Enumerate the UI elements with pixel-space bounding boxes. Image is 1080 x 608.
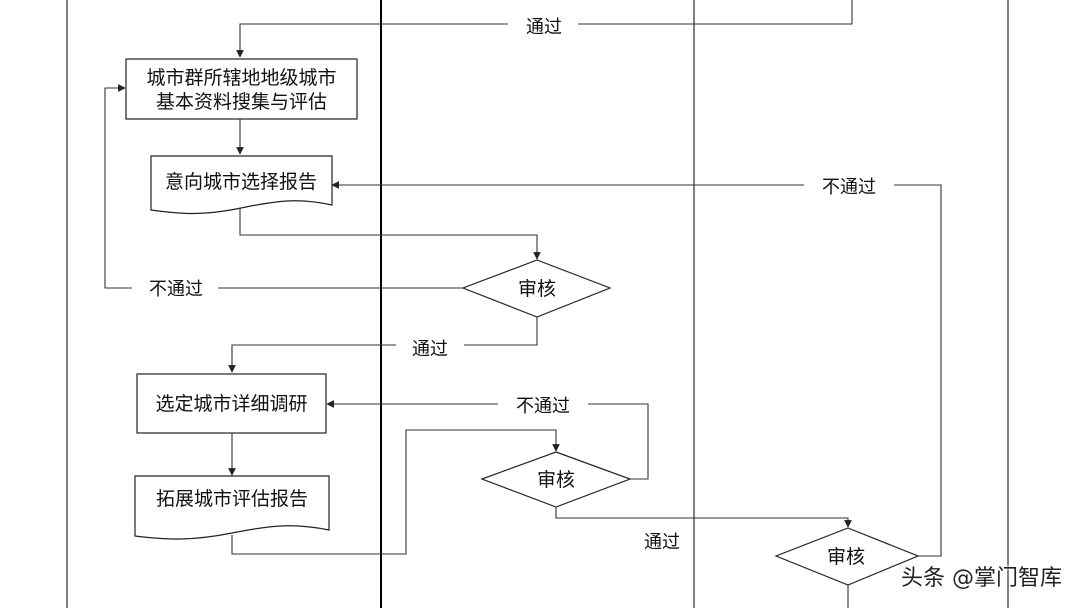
node-intended-city-report: 意向城市选择报告 bbox=[150, 155, 333, 215]
node-expansion-city-report: 拓展城市评估报告 bbox=[134, 475, 330, 540]
edge-label-review2-pass: 通过 bbox=[644, 532, 680, 553]
node-selected-city-survey: 选定城市详细调研 bbox=[136, 373, 327, 434]
watermark: 头条 @掌门智库 bbox=[901, 566, 1062, 591]
edge-n2-review1 bbox=[239, 207, 541, 260]
node-intended-city-report-label: 意向城市选择报告 bbox=[165, 171, 317, 193]
node-basic-data-collection-line1: 城市群所辖地地级城市 bbox=[146, 67, 336, 89]
node-basic-data-collection-line2: 基本资料搜集与评估 bbox=[156, 91, 327, 113]
edge-label-review2-fail: 不通过 bbox=[516, 396, 570, 417]
edge-label-review1-fail: 不通过 bbox=[149, 279, 203, 300]
edge-review1-pass bbox=[228, 317, 538, 373]
edge-review1-fail bbox=[104, 84, 463, 289]
node-review-2: 审核 bbox=[480, 451, 632, 508]
node-review-1: 审核 bbox=[461, 259, 612, 318]
edge-review3-fail bbox=[331, 181, 942, 557]
node-review-1-label: 审核 bbox=[518, 278, 556, 300]
node-review-3-label: 审核 bbox=[827, 546, 865, 568]
edge-review2-fail bbox=[326, 400, 649, 480]
edge-n6-review2 bbox=[231, 429, 560, 555]
edge-review2-pass bbox=[555, 507, 852, 528]
edge-label-top-pass: 通过 bbox=[526, 17, 562, 38]
edge-label-review3-fail: 不通过 bbox=[822, 177, 876, 198]
node-review-2-label: 审核 bbox=[537, 469, 575, 491]
node-selected-city-survey-label: 选定城市详细调研 bbox=[155, 393, 307, 415]
node-expansion-city-report-label: 拓展城市评估报告 bbox=[156, 488, 308, 510]
edge-label-review1-pass: 通过 bbox=[412, 339, 448, 360]
node-review-3: 审核 bbox=[774, 527, 920, 586]
node-basic-data-collection: 城市群所辖地地级城市 基本资料搜集与评估 bbox=[125, 58, 358, 120]
